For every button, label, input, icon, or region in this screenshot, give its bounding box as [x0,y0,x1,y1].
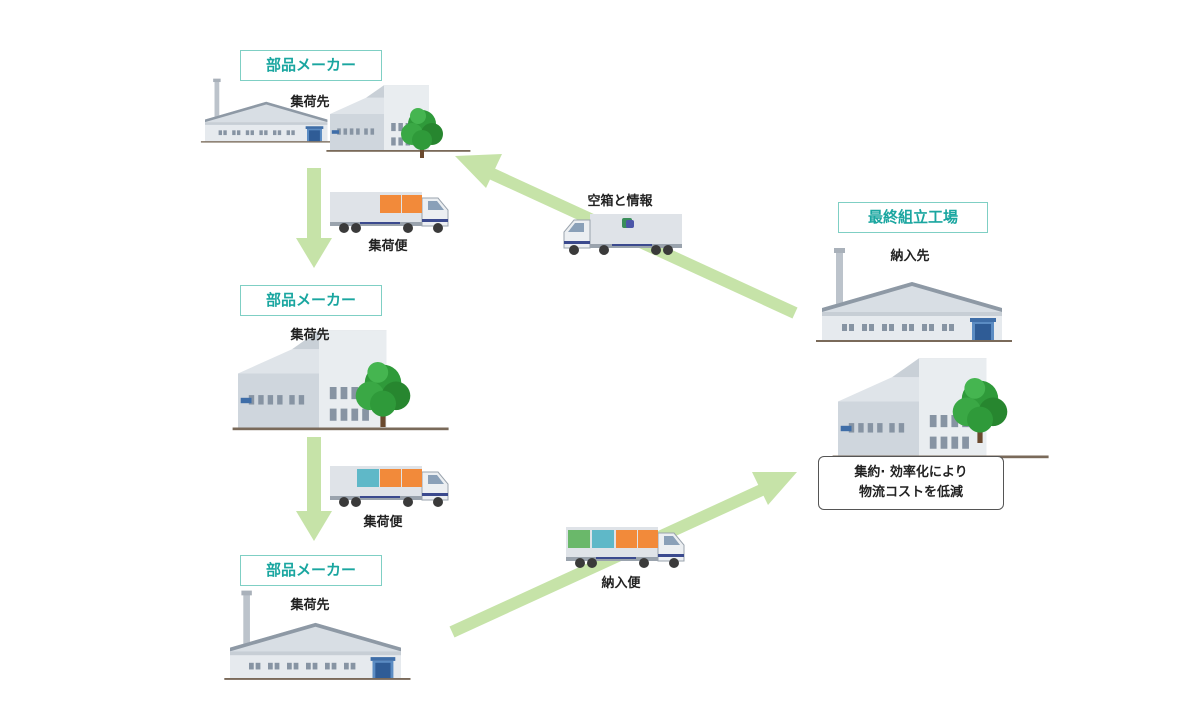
supplier-tag: 部品メーカー [240,50,382,81]
pickup-caption: 集荷先 [290,598,330,613]
delivery-truck-caption: 納入便 [601,576,641,591]
logo-icon [622,218,634,228]
factory-tag: 最終組立工場 [838,202,988,233]
supplier-tag: 部品メーカー [240,285,382,316]
warehouse-icon [832,358,1049,459]
warehouse-icon [326,85,471,152]
truck-icon [565,526,685,569]
benefit-line-1: 集約· 効率化により [854,465,968,480]
supplier-tag: 部品メーカー [240,555,382,586]
arrow-icon [296,437,332,541]
benefit-line-2: 物流コストを低減 [858,485,963,500]
pickup-caption: 集荷先 [290,328,330,343]
pickup-caption: 集荷先 [290,95,330,110]
pickup-truck-caption: 集荷便 [368,239,408,254]
truck-icon [329,465,449,508]
warehouse-icon [232,330,449,431]
pickup-truck-caption: 集荷便 [363,515,403,530]
return-caption: 空箱と情報 [587,194,653,209]
truck-icon [329,191,449,234]
benefit-note: 集約· 効率化により 物流コストを低減 [818,456,1004,510]
delivery-destination-caption: 納入先 [890,249,930,264]
factory-icon [200,78,335,143]
arrow-icon [296,168,332,268]
